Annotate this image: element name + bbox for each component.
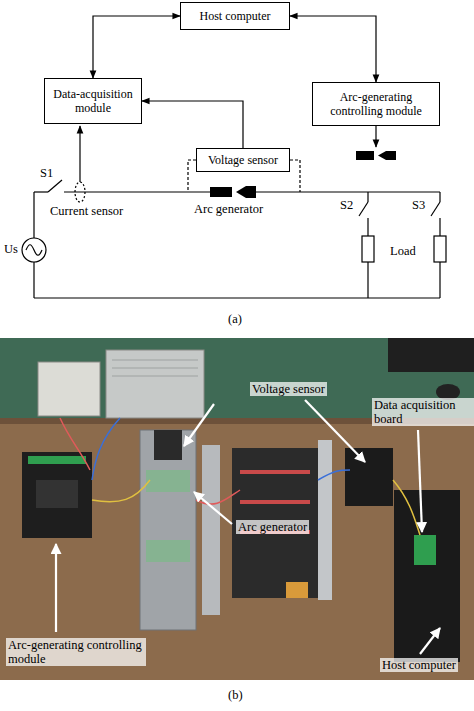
connector (414, 535, 436, 565)
cable (92, 480, 150, 502)
pointer-arrow (55, 544, 57, 632)
photo-callout: Data acquisition board (372, 398, 474, 426)
process-box: Arc-generating controlling module (312, 82, 440, 126)
signal-connector (290, 16, 376, 82)
controller-label (36, 480, 78, 508)
part-label: Arc generator (194, 202, 263, 216)
wire (367, 192, 368, 202)
power-supply (38, 362, 100, 416)
cable (60, 418, 90, 470)
controller-box (22, 452, 92, 538)
subfigure-label: (b) (228, 688, 243, 702)
wire (439, 262, 440, 298)
resistor-symbol (362, 236, 374, 262)
wire (256, 191, 440, 192)
switch-label: S2 (340, 198, 353, 212)
box-label: Data-acquisition module (47, 87, 139, 115)
rail-profile (202, 445, 220, 615)
terminal-strip (28, 456, 86, 464)
sine-symbol (26, 245, 42, 256)
subfigure-label: (a) (228, 312, 242, 326)
cable (196, 490, 240, 504)
resistor-symbol (434, 236, 446, 262)
cable (393, 480, 420, 535)
wire (439, 218, 440, 236)
component (286, 582, 308, 598)
switch-label: S1 (40, 166, 53, 180)
arc-electrode (378, 151, 396, 160)
process-box: Host computer (180, 2, 290, 30)
switch-lever (431, 202, 440, 216)
host-device (394, 490, 460, 662)
vent-line (112, 368, 198, 369)
process-box: Data-acquisition module (44, 78, 142, 124)
wire (34, 297, 440, 298)
arc-electrode (210, 187, 232, 197)
slider-block (146, 470, 190, 492)
cable (92, 418, 120, 480)
arc-electrode (356, 151, 374, 160)
stepper-motor (154, 430, 182, 460)
photo-background (0, 338, 474, 680)
wire (367, 218, 368, 236)
vent-line (112, 360, 198, 361)
pointer-arrow (184, 404, 214, 446)
photo-callout: Arc generator (236, 520, 309, 534)
source-label: Us (4, 242, 18, 256)
linear-rail (140, 430, 196, 630)
pointer-arrow (418, 430, 422, 532)
signal-connector (142, 101, 243, 148)
box-label: Host computer (200, 9, 271, 23)
ac-source-symbol (22, 238, 46, 262)
monitor (388, 338, 474, 372)
photo-callout: Voltage sensor (250, 382, 327, 396)
signal-arrow (79, 126, 80, 182)
wire (34, 191, 48, 192)
box-label: Voltage sensor (208, 153, 278, 167)
switch-lever (48, 180, 62, 192)
box-label: Arc-generating controlling module (315, 90, 437, 118)
sensor-lead (188, 160, 196, 192)
pointer-arrow (420, 628, 440, 654)
control-arrow (375, 126, 376, 147)
slider-block (146, 540, 190, 562)
arc-electrode (236, 186, 256, 198)
pointer-arrow (194, 492, 232, 524)
part-label: Load (390, 244, 416, 258)
vent-line (112, 376, 198, 377)
wire (439, 192, 440, 202)
wire (367, 262, 368, 298)
sensor-label: Current sensor (50, 204, 123, 218)
sensor-lead (290, 160, 300, 192)
wire-bundle (240, 470, 310, 474)
photo-callout: Arc-generating controlling module (6, 638, 146, 666)
signal-connector (93, 16, 180, 78)
wire (33, 192, 34, 238)
power-supply (106, 350, 204, 418)
acquisition-board (345, 448, 393, 506)
wire-bundle (240, 500, 310, 504)
photo-callout: Host computer (380, 658, 458, 672)
wire (33, 262, 34, 298)
switch-label: S3 (412, 198, 425, 212)
terminal-blocks (232, 448, 318, 598)
current-sensor-symbol (75, 182, 85, 202)
din-rail (318, 440, 332, 600)
switch-lever (359, 202, 368, 216)
pointer-arrow (305, 400, 365, 462)
wire (64, 191, 210, 192)
cable (318, 470, 350, 480)
process-box: Voltage sensor (196, 148, 290, 172)
wood-board (0, 418, 474, 680)
